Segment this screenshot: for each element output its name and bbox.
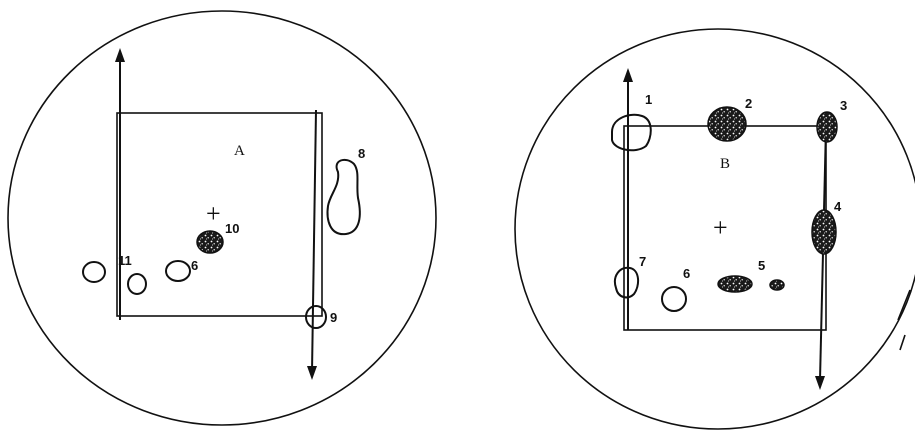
arrowhead-up-b bbox=[623, 68, 633, 82]
spot-6-b bbox=[662, 287, 686, 311]
spot-5-b bbox=[718, 276, 752, 292]
spot-5-small-b bbox=[770, 280, 784, 290]
spot-11-a bbox=[83, 262, 105, 282]
spot-number-4: 4 bbox=[834, 199, 842, 214]
spot-10-a bbox=[197, 231, 223, 253]
axis-arrow-down-a bbox=[312, 110, 316, 372]
spot-number-6-a: 6 bbox=[191, 258, 198, 273]
panel-b: B + 1 2 3 4 5 6 7 bbox=[515, 29, 915, 429]
panel-a: A + 8 9 10 11 6 bbox=[8, 11, 436, 425]
arrowhead-up-a bbox=[115, 48, 125, 62]
arrowhead-down-a bbox=[307, 366, 317, 380]
spot-4-b bbox=[812, 210, 836, 254]
spot-number-10: 10 bbox=[225, 221, 239, 236]
origin-marker-b: + bbox=[713, 213, 728, 242]
spot-1-b bbox=[612, 115, 651, 150]
spot-number-1: 1 bbox=[645, 92, 652, 107]
spot-number-2: 2 bbox=[745, 96, 752, 111]
spot-3-b bbox=[817, 112, 837, 142]
spot-2-b bbox=[708, 107, 746, 141]
panel-label-b: B bbox=[720, 156, 730, 172]
spot-number-3: 3 bbox=[840, 98, 847, 113]
spot-9-a bbox=[306, 306, 326, 328]
spot-number-9: 9 bbox=[330, 310, 337, 325]
spot-number-8: 8 bbox=[358, 146, 365, 161]
spot-number-5: 5 bbox=[758, 258, 765, 273]
arrowhead-down-b bbox=[815, 376, 825, 390]
panel-label-a: A bbox=[234, 143, 245, 159]
spot-number-11: 11 bbox=[118, 253, 132, 268]
spot-number-6-b: 6 bbox=[683, 266, 690, 281]
spot-small-a bbox=[128, 274, 146, 294]
spot-8-a bbox=[328, 160, 360, 234]
spot-number-7: 7 bbox=[639, 254, 646, 269]
plate-circle-a bbox=[8, 11, 436, 425]
spot-7-b bbox=[615, 268, 638, 298]
origin-marker-a: + bbox=[206, 199, 221, 228]
spot-6-a bbox=[166, 261, 190, 281]
